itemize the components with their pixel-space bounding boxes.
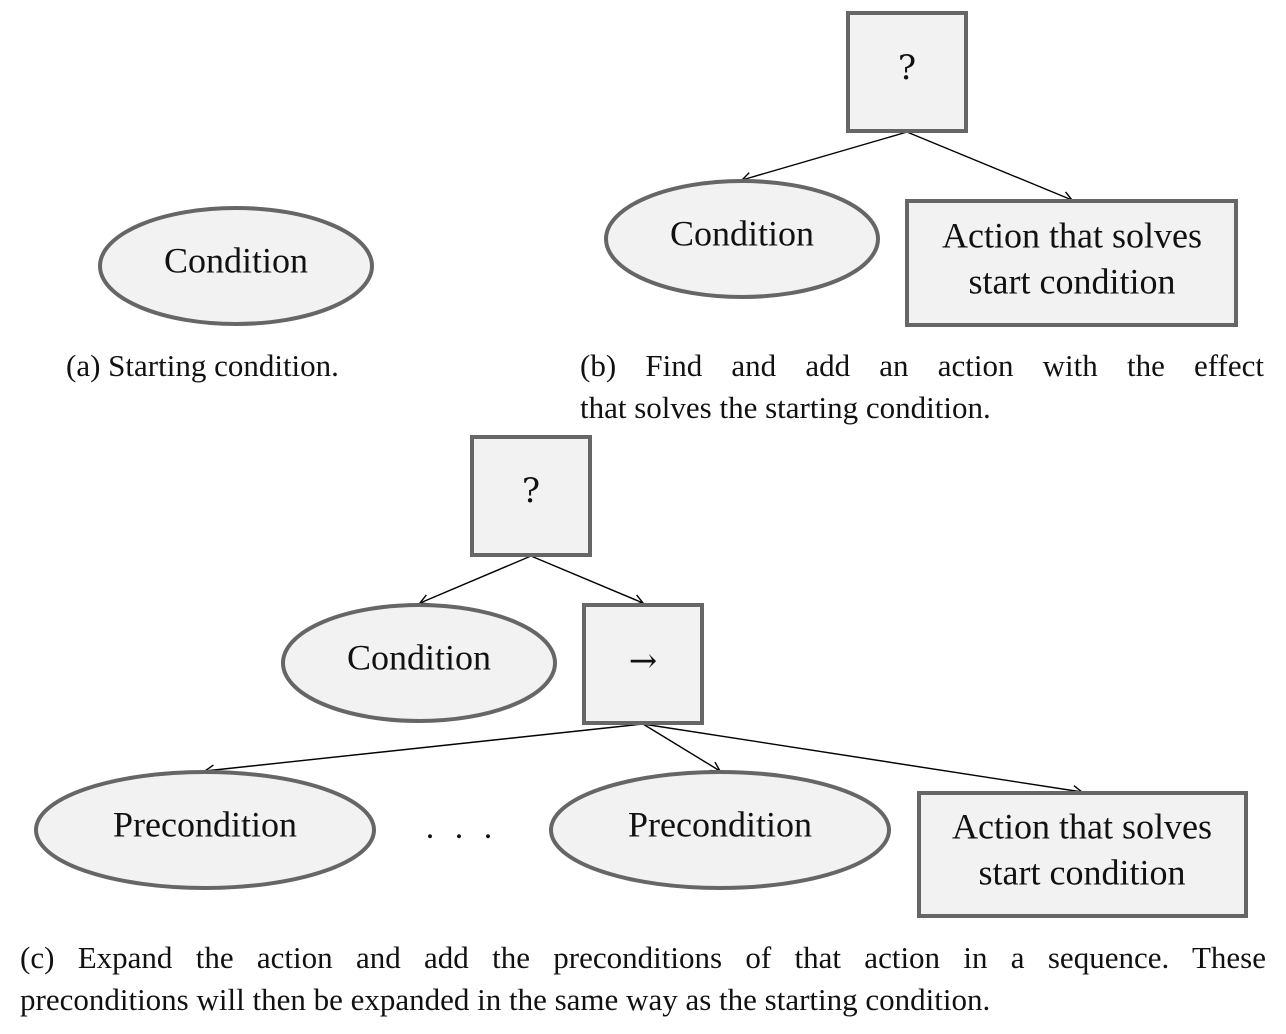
action-label-b-line2: start condition [969,261,1176,301]
edge-sequence-to-precondition-2 [642,723,722,772]
caption-c: (c) Expand the action and add the precon… [20,937,1266,1021]
sequence-node-c [582,603,704,725]
condition-node-c [281,603,557,723]
caption-b: (b) Find and add an action with the effe… [580,345,1264,429]
caption-c-line2: preconditions will then be expanded in t… [20,982,991,1017]
action-node-c [917,791,1248,918]
caption-b-line2: that solves the starting condition. [580,390,991,425]
fallback-symbol-b: ? [898,48,916,88]
condition-label-a: Condition [164,240,308,280]
ellipsis: . . . [426,809,499,846]
precondition-label-2: Precondition [628,804,812,844]
precondition-node-1 [34,770,376,890]
caption-a: (a) Starting condition. [66,348,339,383]
caption-b-line1: (b) Find and add an action with the effe… [580,348,1264,383]
fallback-node-b [846,11,968,133]
fallback-node-c [470,435,592,557]
condition-node-b [604,179,880,299]
condition-label-b: Condition [670,213,814,253]
condition-label-c: Condition [347,637,491,677]
panel-c: ? Condition → Precondition . . . Precond… [34,435,1248,918]
edge-fallback-to-action-b [906,131,1074,202]
caption-c-line1: (c) Expand the action and add the precon… [20,940,1266,975]
precondition-node-2 [549,770,891,890]
sequence-symbol-c: → [629,641,658,681]
edge-fallback-to-sequence-c [530,555,645,605]
fallback-symbol-c: ? [522,471,540,511]
edge-sequence-to-action-c [642,723,1084,797]
panel-b: ? Condition Action that solves start con… [604,11,1238,327]
action-label-c-line1: Action that solves [952,806,1212,846]
action-label-c-line2: start condition [979,852,1186,892]
condition-node-a [98,206,374,326]
panel-a: Condition [98,206,374,326]
edge-fallback-to-condition-c [418,555,532,605]
action-label-b-line1: Action that solves [942,215,1202,255]
precondition-label-1: Precondition [113,804,297,844]
edge-sequence-to-precondition-1 [203,723,644,776]
edge-fallback-to-condition-b [740,131,908,183]
action-node-b [905,199,1238,327]
